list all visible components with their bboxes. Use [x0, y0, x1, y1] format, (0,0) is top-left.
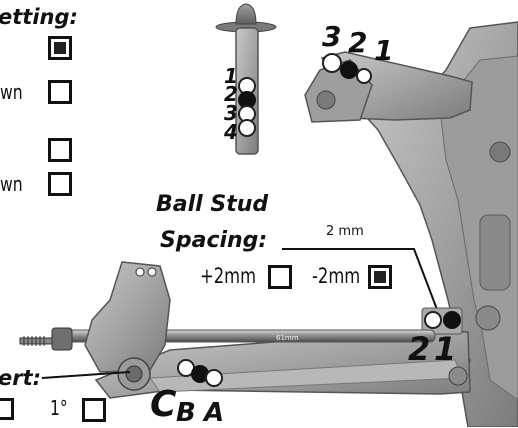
steering-hub — [84, 261, 171, 373]
lower-hole-1 — [443, 311, 461, 329]
letter-a: A — [204, 398, 225, 428]
minus-2mm-checkbox[interactable] — [368, 265, 392, 289]
plus-2mm-checkbox[interactable] — [268, 265, 292, 289]
upper-position-3: 3 — [322, 20, 342, 53]
option-box-3[interactable] — [48, 138, 72, 162]
upper-position-1: 1 — [374, 34, 394, 67]
spacing-dimension: 2 mm — [326, 224, 364, 239]
setting-title: etting: — [0, 5, 78, 29]
spacing-leader-line — [282, 248, 439, 313]
insert-option-b-label: 1° — [50, 396, 68, 420]
option-box-2[interactable] — [48, 80, 72, 104]
option-label-2: wn — [0, 80, 23, 104]
upper-hole-1 — [356, 68, 372, 84]
stud-position-4: 4 — [224, 120, 238, 144]
spacing-title-line2: Spacing: — [160, 228, 268, 253]
lower-position-1: 1 — [434, 330, 457, 368]
insert-option-b-box[interactable] — [82, 398, 106, 422]
lower-position-2: 2 — [408, 330, 431, 368]
turnbuckle-label: 61mm — [276, 334, 299, 342]
upper-hole-2 — [340, 61, 358, 79]
upper-position-2: 2 — [348, 26, 368, 59]
spacing-title-line1: Ball Stud — [156, 192, 269, 217]
insert-title: ert: — [0, 366, 42, 390]
option-label-4: wn — [0, 172, 23, 196]
upper-hole-3 — [322, 53, 342, 73]
stud-position-1: 1 — [224, 64, 238, 88]
option-box-4[interactable] — [48, 172, 72, 196]
hole-a — [205, 369, 223, 387]
option-box-1[interactable] — [48, 36, 72, 60]
lower-hole-2 — [424, 311, 442, 329]
stud-position-2: 2 — [224, 82, 238, 106]
minus-2mm-label: -2mm — [312, 264, 361, 288]
stud-position-3: 3 — [224, 101, 238, 125]
insert-option-a-box[interactable] — [0, 398, 14, 420]
letter-b: B — [176, 398, 196, 428]
letter-c: C — [150, 384, 177, 425]
plus-2mm-label: +2mm — [200, 264, 257, 288]
